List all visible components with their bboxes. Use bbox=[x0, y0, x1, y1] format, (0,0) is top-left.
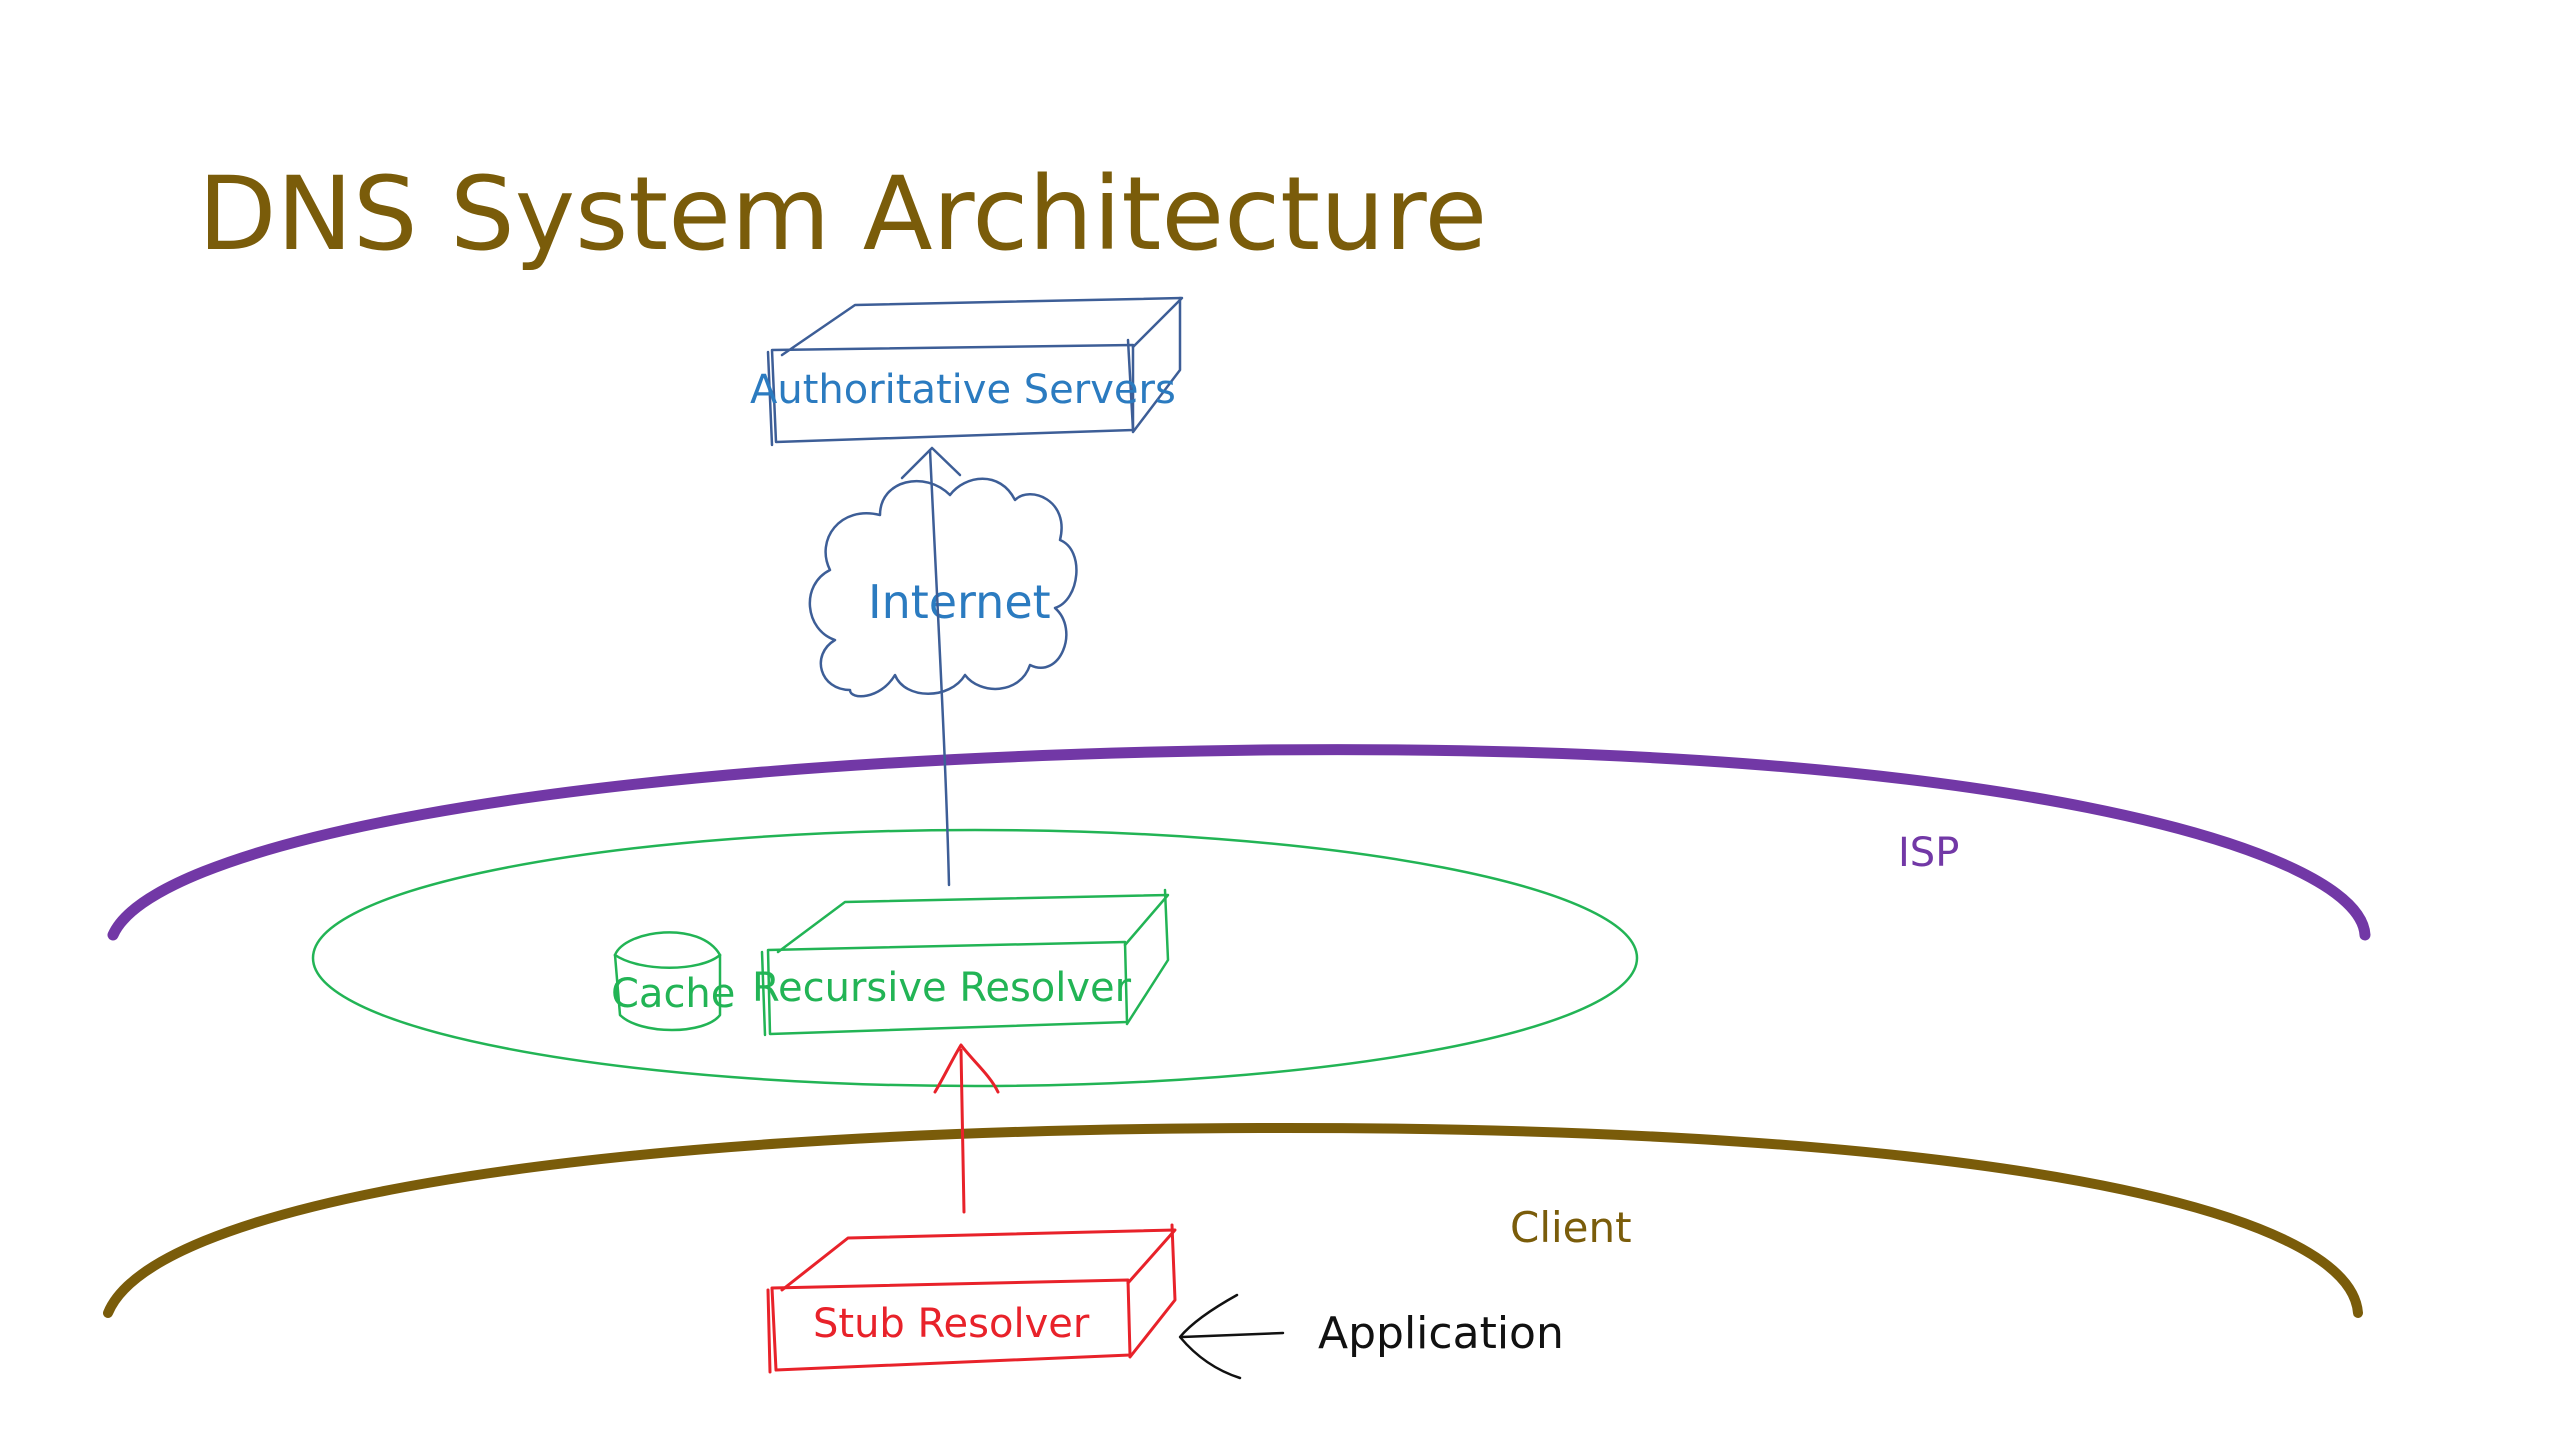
internet-cloud-icon bbox=[808, 477, 1078, 698]
application-label: Application bbox=[1318, 1308, 1564, 1359]
recursive-zone-ellipse bbox=[311, 828, 1639, 1088]
cache-label: Cache bbox=[611, 971, 735, 1017]
client-label: Client bbox=[1510, 1203, 1632, 1252]
internet-label: Internet bbox=[868, 575, 1051, 629]
isp-boundary-arc bbox=[107, 744, 2371, 941]
cache-icon bbox=[613, 931, 722, 1032]
authoritative-servers-box bbox=[766, 296, 1184, 447]
client-boundary-arc bbox=[103, 1122, 2363, 1318]
application-arrow bbox=[1178, 1293, 1285, 1380]
query-arrow-to-recursive bbox=[933, 1043, 1000, 1214]
query-arrow-to-authoritative bbox=[900, 446, 962, 887]
isp-label: ISP bbox=[1898, 830, 1959, 876]
slide-title: DNS System Architecture bbox=[198, 155, 1487, 274]
stub-resolver-box bbox=[766, 1223, 1177, 1374]
authoritative-servers-label: Authoritative Servers bbox=[750, 367, 1176, 413]
stub-resolver-label: Stub Resolver bbox=[813, 1301, 1090, 1347]
recursive-resolver-box bbox=[760, 888, 1170, 1037]
recursive-resolver-label: Recursive Resolver bbox=[752, 965, 1132, 1011]
